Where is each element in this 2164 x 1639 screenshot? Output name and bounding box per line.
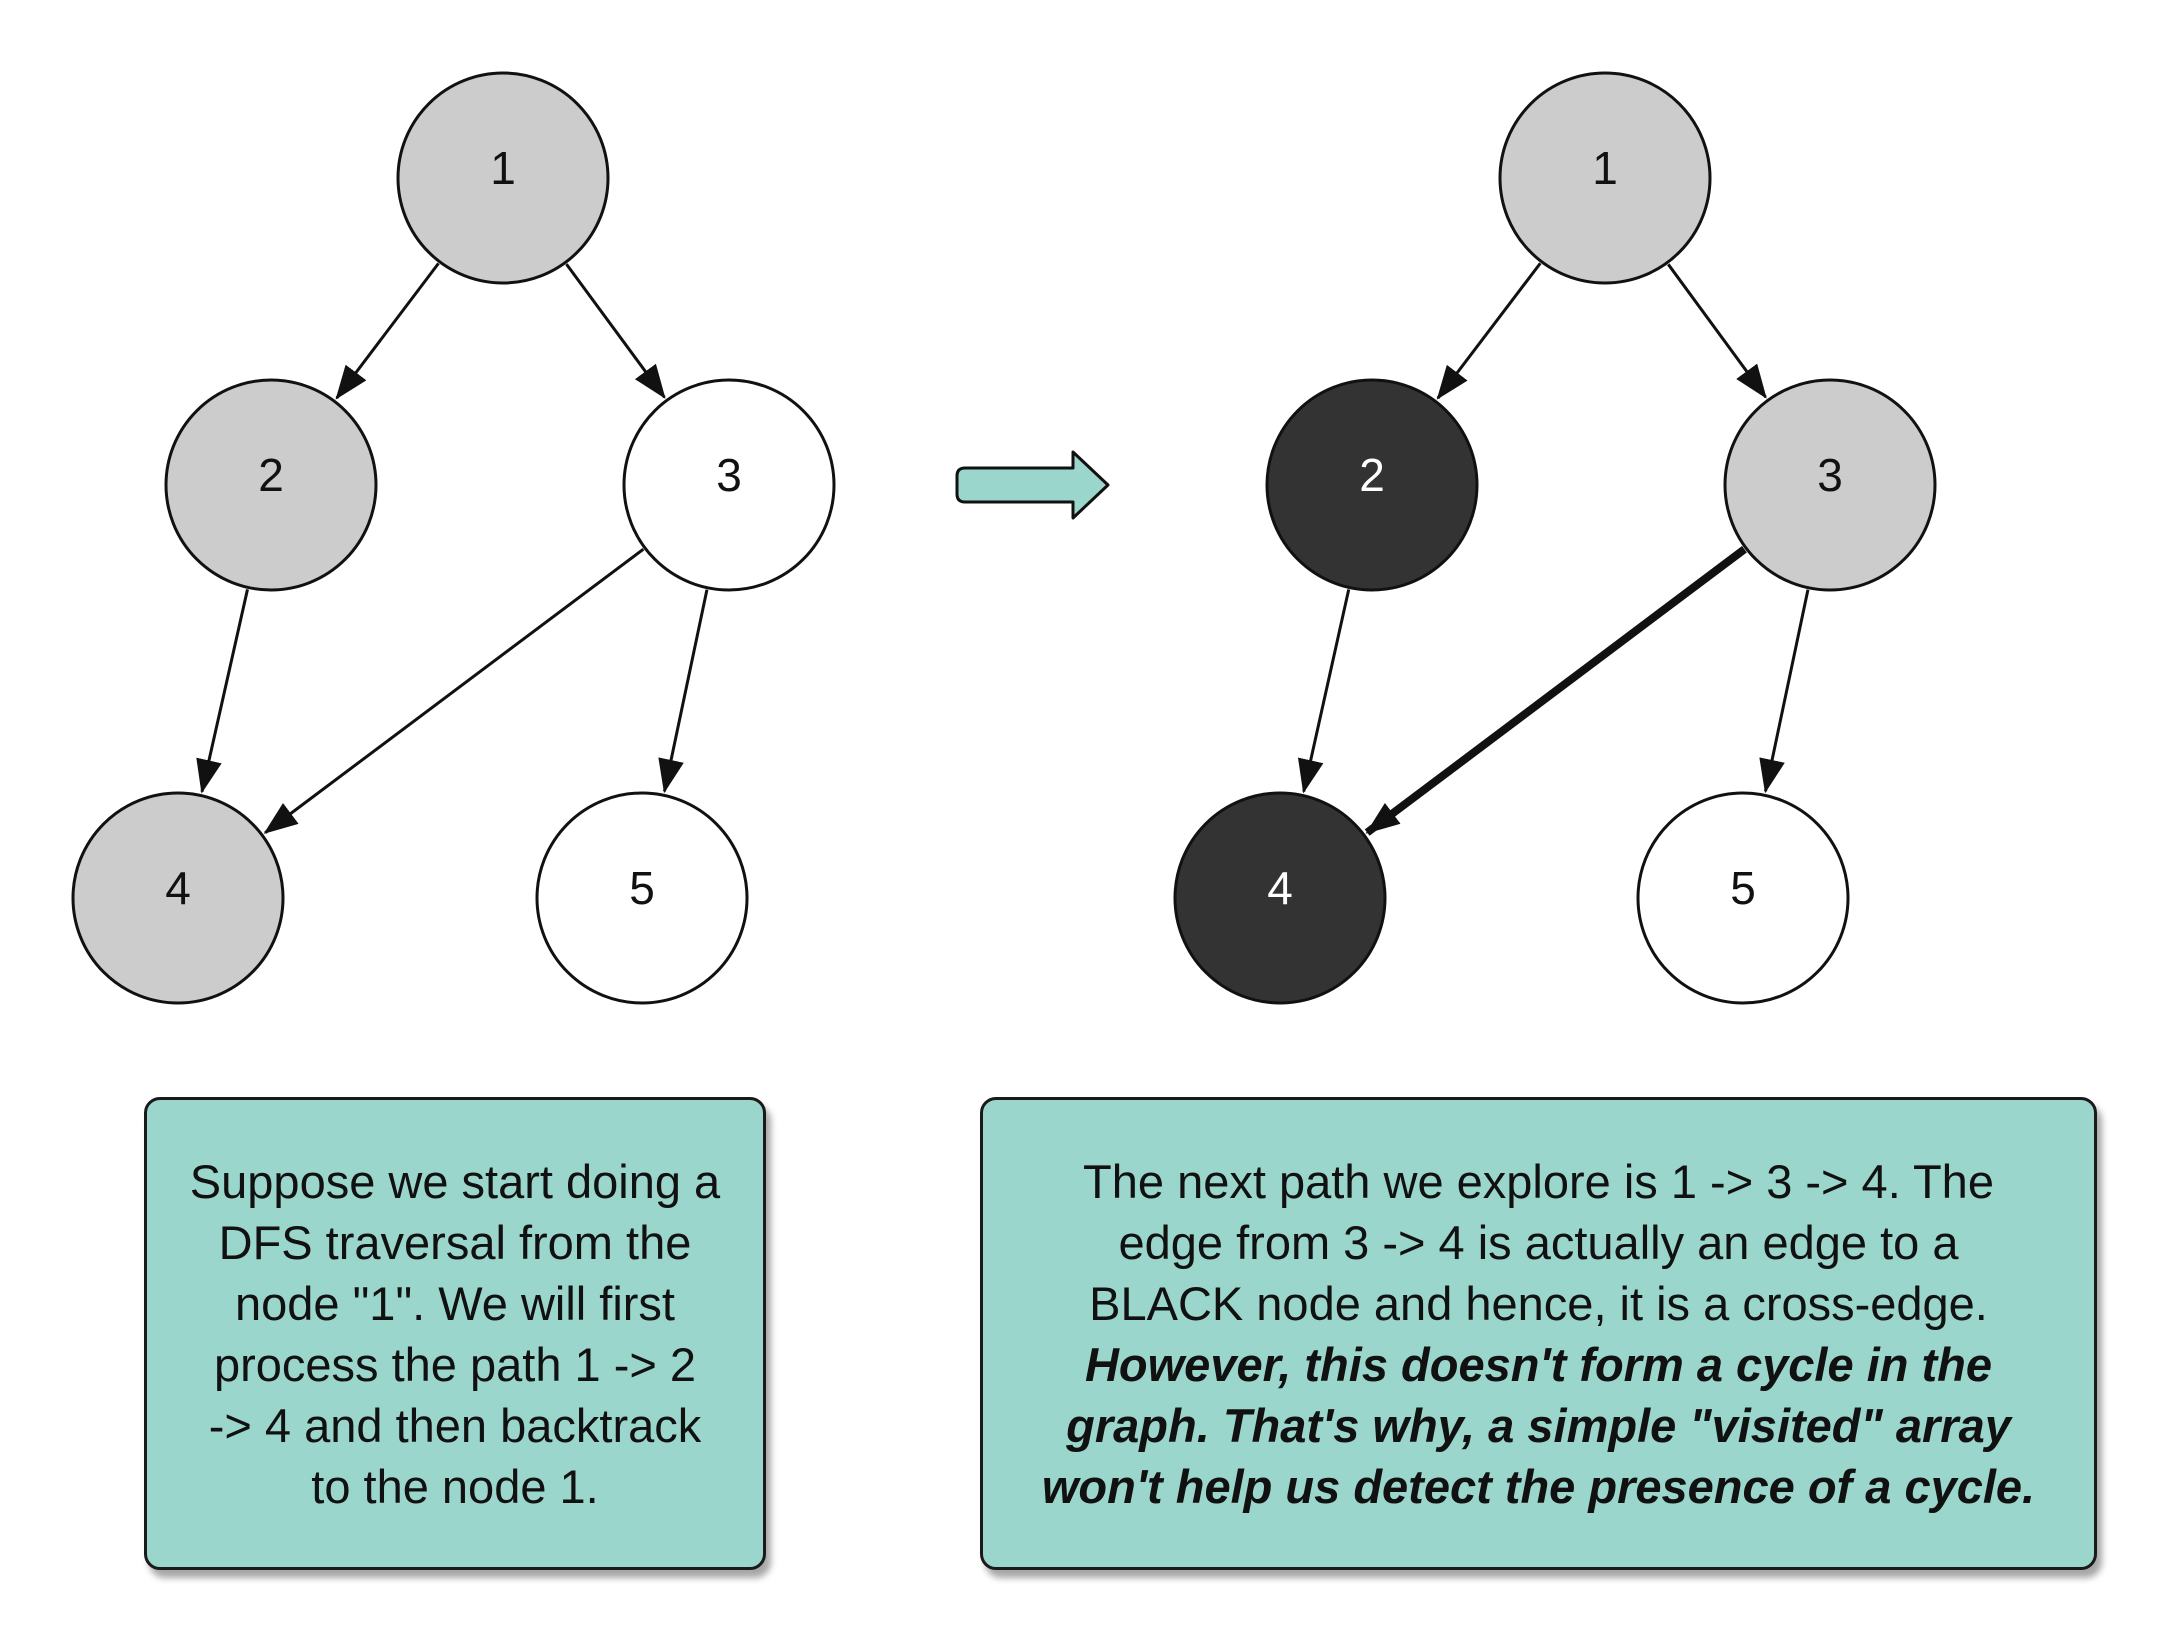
transition-arrow-icon <box>955 450 1110 520</box>
left-node-1: 1 <box>396 71 610 285</box>
left-explanation-note: Suppose we start doing a DFS traversal f… <box>144 1097 766 1570</box>
node-label: 5 <box>1730 862 1756 914</box>
right-edge-3-to-5 <box>1759 589 1810 794</box>
right-graph: 1 2 3 4 5 <box>1173 71 1937 1005</box>
note-line: edge from 3 -> 4 is actually an edge to … <box>1118 1215 1959 1269</box>
node-circle <box>1173 791 1387 1005</box>
node-label: 1 <box>1592 142 1618 194</box>
node-label: 3 <box>1817 449 1843 501</box>
right-node-4: 4 <box>1173 791 1387 1005</box>
right-node-2: 2 <box>1265 378 1479 592</box>
left-edge-3-to-5 <box>658 589 709 794</box>
note-line: process the path 1 -> 2 <box>213 1337 697 1391</box>
node-circle <box>396 71 610 285</box>
left-edge-1-to-3 <box>565 263 666 399</box>
left-node-2: 2 <box>164 378 378 592</box>
right-node-3: 3 <box>1723 378 1937 592</box>
node-circle <box>1636 791 1850 1005</box>
note-line: BLACK node and hence, it is a cross-edge… <box>1089 1276 1988 1330</box>
note-line: node "1". We will first <box>235 1276 675 1330</box>
note-line: to the node 1. <box>311 1459 599 1513</box>
note-line: Suppose we start doing a <box>189 1154 721 1208</box>
node-circle <box>622 378 836 592</box>
node-circle <box>1723 378 1937 592</box>
node-label: 1 <box>490 142 516 194</box>
right-edge-3-to-4 <box>1364 546 1747 836</box>
node-circle <box>164 378 378 592</box>
node-label: 4 <box>165 862 191 914</box>
right-node-5: 5 <box>1636 791 1850 1005</box>
node-label: 5 <box>629 862 655 914</box>
left-node-5: 5 <box>535 791 749 1005</box>
right-edge-2-to-4 <box>1297 589 1351 794</box>
note-emphasis-line: However, this doesn't form a cycle in th… <box>1084 1337 1993 1391</box>
right-edge-1-to-2 <box>1436 262 1542 400</box>
note-line: -> 4 and then backtrack <box>208 1398 702 1452</box>
note-emphasis-line: won't help us detect the presence of a c… <box>1041 1459 2036 1513</box>
note-emphasis-line: graph. That's why, a simple "visited" ar… <box>1066 1398 2011 1452</box>
node-label: 2 <box>1359 449 1385 501</box>
node-label: 2 <box>258 449 284 501</box>
right-explanation-note: The next path we explore is 1 -> 3 -> 4.… <box>980 1097 2097 1570</box>
left-node-4: 4 <box>71 791 285 1005</box>
right-edge-1-to-3 <box>1667 263 1767 399</box>
left-graph: 1 2 3 4 5 <box>71 71 836 1005</box>
left-edge-2-to-4 <box>196 589 249 794</box>
note-line: The next path we explore is 1 -> 3 -> 4.… <box>1083 1154 1994 1208</box>
node-circle <box>1498 71 1712 285</box>
node-label: 4 <box>1267 862 1293 914</box>
left-node-3: 3 <box>622 378 836 592</box>
node-circle <box>535 791 749 1005</box>
left-edge-1-to-2 <box>335 262 440 400</box>
node-circle <box>71 791 285 1005</box>
node-label: 3 <box>716 449 742 501</box>
node-circle <box>1265 378 1479 592</box>
left-edge-3-to-4 <box>263 547 645 834</box>
note-line: DFS traversal from the <box>218 1215 692 1269</box>
right-node-1: 1 <box>1498 71 1712 285</box>
